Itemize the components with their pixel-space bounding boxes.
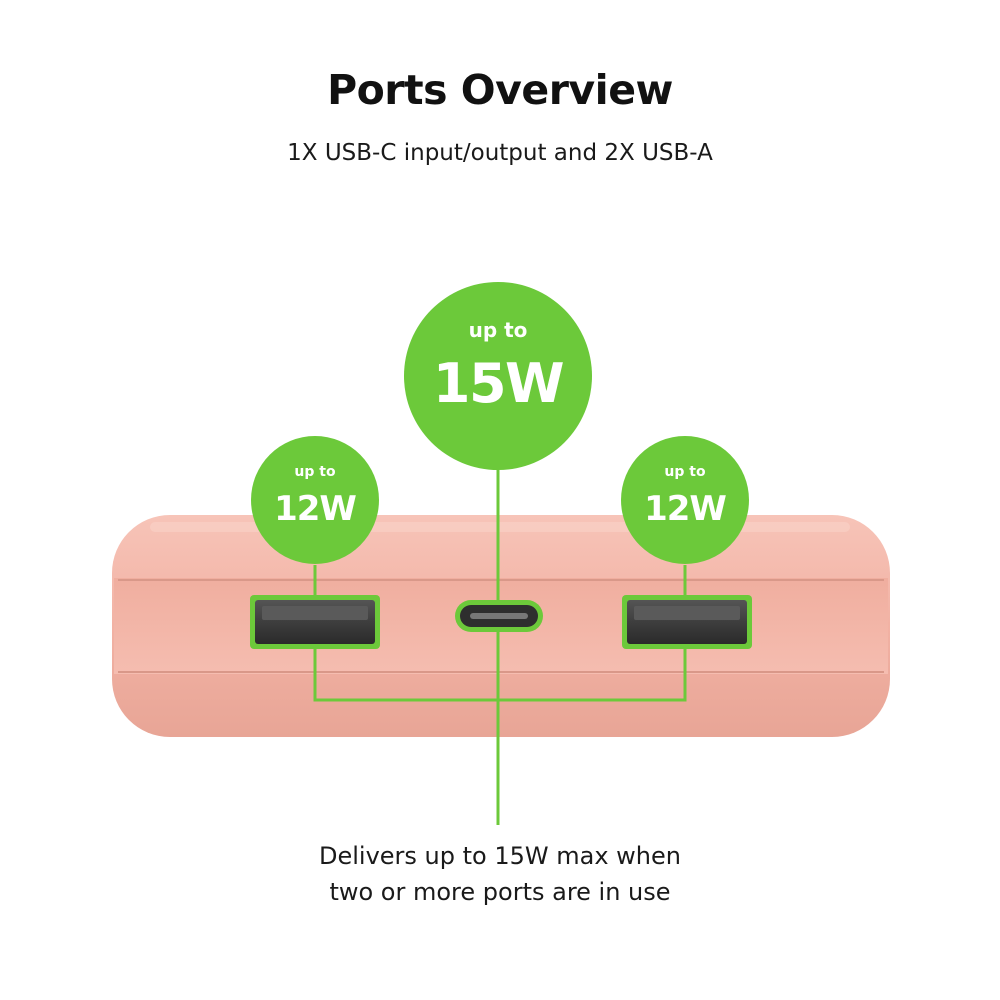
badge-right-12w: up to 12W [621,436,749,564]
footnote: Delivers up to 15W max when two or more … [0,838,1000,910]
footnote-line-2: two or more ports are in use [329,878,671,906]
badge-left-value: 12W [274,489,356,529]
badge-left-label: up to [294,464,336,480]
page-subtitle: 1X USB-C input/output and 2X USB-A [287,140,713,166]
usb-a-port-right [622,595,752,649]
page-title: Ports Overview [327,66,673,114]
badge-right-label: up to [664,464,706,480]
footnote-line-1: Delivers up to 15W max when [319,842,681,870]
usb-c-port [455,600,543,632]
badge-left-12w: up to 12W [251,436,379,564]
usb-a-port-left [250,595,380,649]
badge-center-value: 15W [433,352,563,415]
badge-center-15w: up to 15W [404,282,592,470]
badge-right-value: 12W [644,489,726,529]
badge-center-label: up to [469,318,528,342]
